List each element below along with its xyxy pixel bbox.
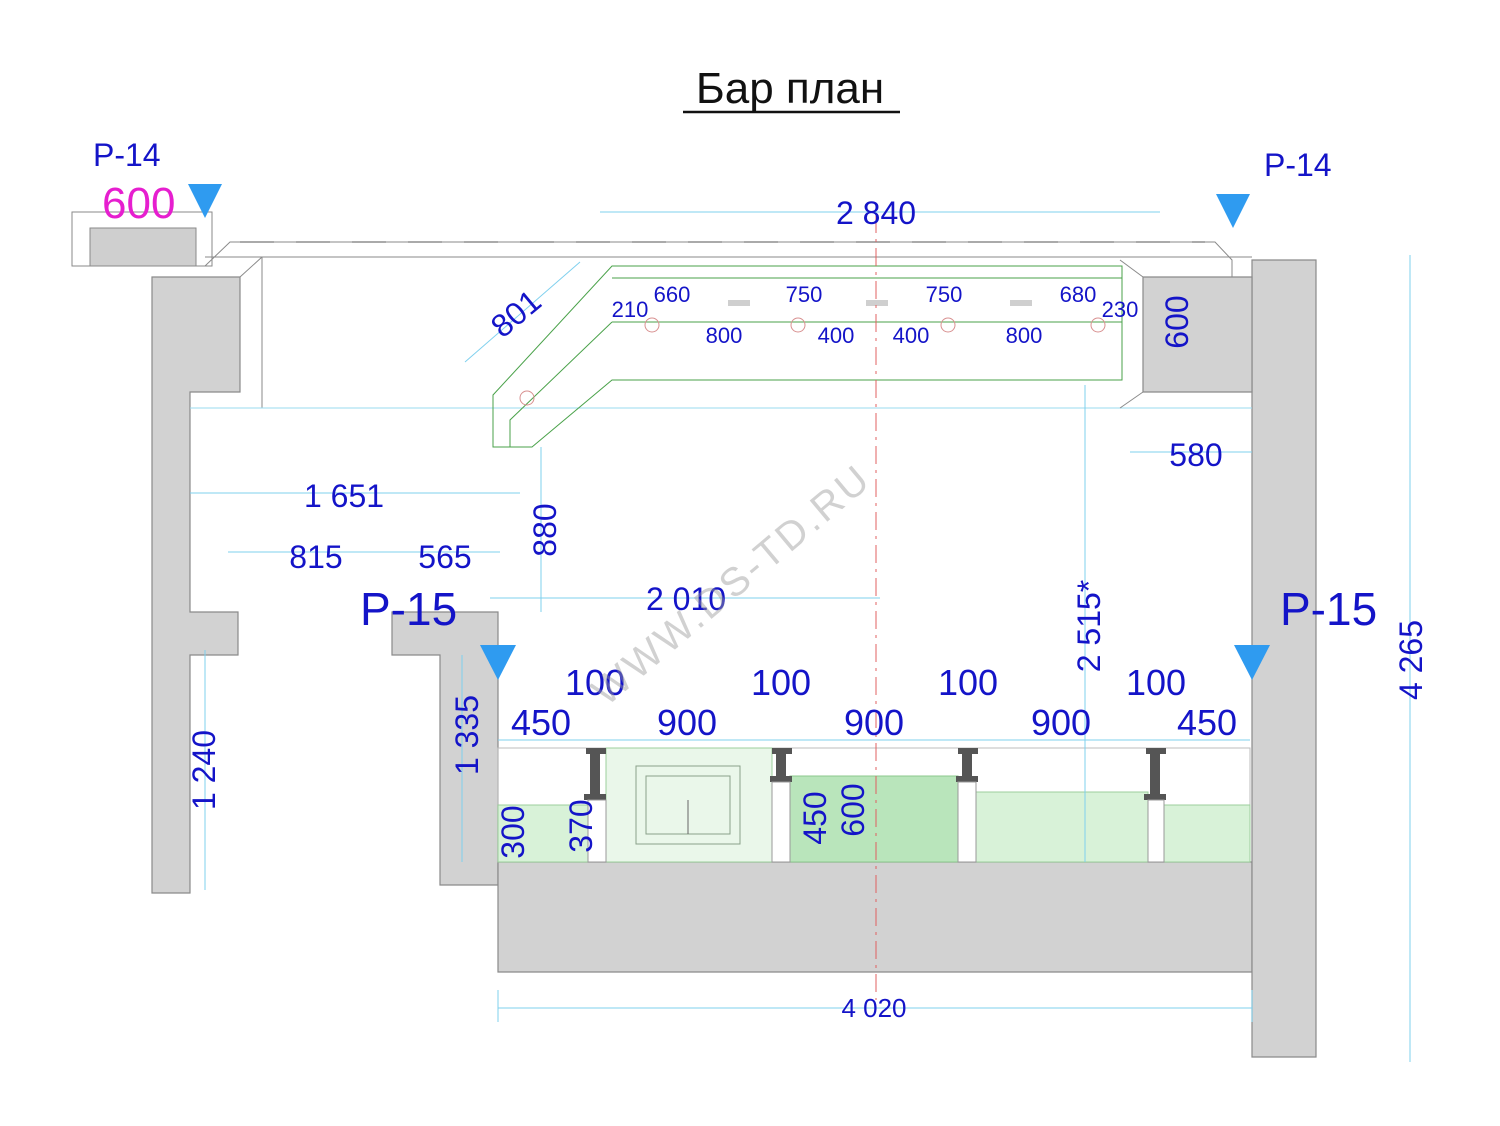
dim-gap-100-d: 100 <box>1126 662 1186 703</box>
dim-vert-880: 880 <box>527 503 563 556</box>
dim-h-300: 300 <box>495 805 531 858</box>
dim-seg-400-b: 400 <box>893 323 930 348</box>
dim-top-width: 2 840 <box>836 195 916 231</box>
dim-bay-450-a: 450 <box>511 702 571 743</box>
dim-bay-900-b: 900 <box>844 702 904 743</box>
dimension-lines <box>190 211 1411 1062</box>
section-mark-p15-left: Р-15 <box>360 583 457 635</box>
dim-bay-450-b: 450 <box>1177 702 1237 743</box>
back-bar-counter <box>492 265 1123 448</box>
page-title: Бар план <box>696 64 884 113</box>
dim-right-600: 600 <box>1159 295 1195 348</box>
dim-h-450: 450 <box>797 791 833 844</box>
dim-vert-1240: 1 240 <box>186 730 222 810</box>
dim-seg-800-b: 800 <box>1006 323 1043 348</box>
p14-left-marker <box>188 184 222 218</box>
section-mark-p14-left: Р-14 <box>93 137 161 173</box>
dim-total-4265: 4 265 <box>1393 620 1429 700</box>
dim-seg-750-a: 750 <box>786 282 823 307</box>
dim-bay-900-a: 900 <box>657 702 717 743</box>
section-mark-p14-right: Р-14 <box>1264 147 1332 183</box>
dim-gap-100-a: 100 <box>565 662 625 703</box>
dim-h-600: 600 <box>835 783 871 836</box>
p15-left-marker <box>480 645 516 680</box>
dim-bottom-4020: 4 020 <box>841 993 906 1023</box>
watermark: WWW.DS-TD.RU <box>584 456 880 714</box>
dim-gap-100-c: 100 <box>938 662 998 703</box>
dim-right-580: 580 <box>1169 437 1222 473</box>
dim-bay-900-c: 900 <box>1031 702 1091 743</box>
dim-left-565: 565 <box>418 539 471 575</box>
dim-vert-1335: 1 335 <box>449 695 485 775</box>
walls <box>71 211 1317 1058</box>
dim-mid-2010: 2 010 <box>646 581 726 617</box>
section-mark-p15-right: Р-15 <box>1280 583 1377 635</box>
dim-left-1651: 1 651 <box>304 478 384 514</box>
dim-seg-230: 230 <box>1102 297 1139 322</box>
p14-right-marker <box>1216 194 1250 228</box>
top-outline <box>190 241 1252 409</box>
dim-600-magenta: 600 <box>102 179 175 228</box>
dim-seg-750-b: 750 <box>926 282 963 307</box>
dim-vert-2515: 2 515* <box>1071 580 1107 673</box>
dim-left-815: 815 <box>289 539 342 575</box>
p15-right-marker <box>1234 645 1270 680</box>
section-markers <box>188 184 1270 680</box>
dim-diagonal: 801 <box>484 283 548 345</box>
dim-seg-210: 210 <box>612 297 649 322</box>
dim-gap-100-b: 100 <box>751 662 811 703</box>
dim-seg-660: 660 <box>654 282 691 307</box>
dim-seg-400-a: 400 <box>818 323 855 348</box>
dim-h-370: 370 <box>563 799 599 852</box>
dim-seg-680: 680 <box>1060 282 1097 307</box>
dim-seg-800-a: 800 <box>706 323 743 348</box>
front-bar-counter <box>497 747 1251 863</box>
